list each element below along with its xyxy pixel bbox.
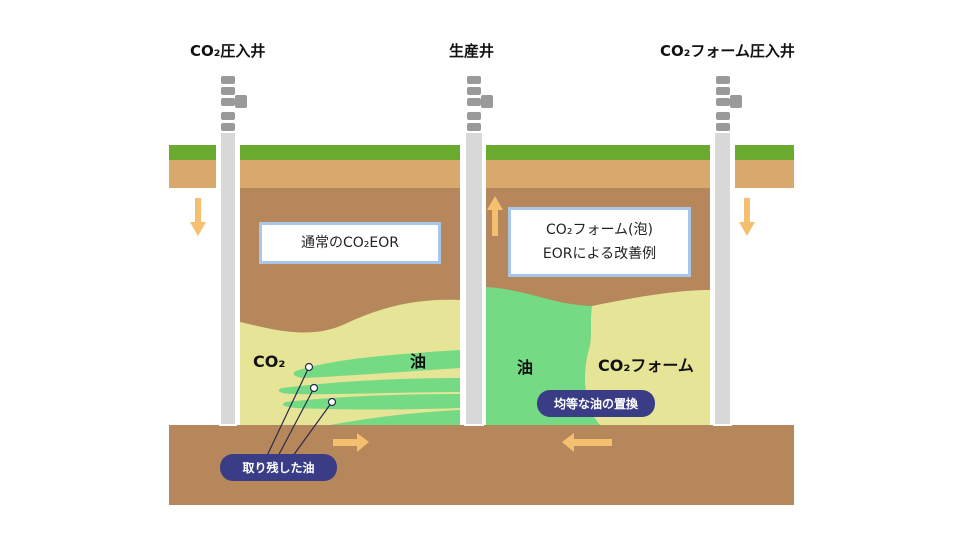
wellhead-valve <box>235 95 247 108</box>
title-foam-line2: EORによる改善例 <box>542 246 657 262</box>
grass-left <box>169 145 216 160</box>
well-pipe <box>713 131 732 426</box>
wellhead-section <box>716 112 730 120</box>
well-injector-left <box>219 76 247 426</box>
topsoil-center-left <box>240 160 460 188</box>
oil-finger-3 <box>282 394 460 410</box>
wellhead-section <box>716 123 730 131</box>
label-oil-left: 油 <box>410 352 427 371</box>
wellhead-section <box>467 87 481 95</box>
well-label-right: CO₂フォーム圧入井 <box>660 42 795 60</box>
callout-dot <box>304 362 314 372</box>
arrow-right-bottom-icon <box>333 433 369 452</box>
topsoil-right <box>735 160 794 188</box>
well-pipe <box>219 131 237 426</box>
wellhead-section <box>716 98 730 106</box>
topsoil-left <box>169 160 216 188</box>
wellhead-section <box>716 87 730 95</box>
grass-right <box>735 145 794 160</box>
callout-leaders <box>264 362 337 461</box>
arrow-left-bottom-icon <box>562 433 612 452</box>
wellhead-section <box>467 112 481 120</box>
arrow-down-left-icon <box>190 198 206 236</box>
well-label-center: 生産井 <box>449 42 495 60</box>
wellhead-section <box>221 87 235 95</box>
oil-bottom-band <box>330 410 460 425</box>
callout-dot <box>327 397 337 407</box>
ground-surface <box>169 145 794 188</box>
topsoil-center-right <box>486 160 710 188</box>
well-pipe <box>464 131 484 426</box>
wellhead-section <box>467 123 481 131</box>
arrow-up-center-icon <box>487 196 503 236</box>
oil-finger-1 <box>293 350 460 378</box>
wellhead-section <box>467 76 481 84</box>
wellhead-section <box>467 98 481 106</box>
wellhead-section <box>221 123 235 131</box>
grass-center-left <box>240 145 460 160</box>
label-co2-left: CO₂ <box>253 352 286 371</box>
label-co2-foam-right: CO₂フォーム <box>598 356 694 375</box>
title-conventional: 通常のCO₂EOR <box>301 234 399 251</box>
well-label-left: CO₂圧入井 <box>190 42 266 60</box>
well-injector-right <box>713 76 742 426</box>
well-producer-center <box>464 76 493 426</box>
wellhead-section <box>221 98 235 106</box>
wellhead-section <box>221 112 235 120</box>
oil-finger-2 <box>278 378 460 395</box>
title-box-left: 通常のCO₂EOR <box>259 222 441 264</box>
callout-remaining-oil: 取り残した油 <box>220 454 337 481</box>
title-box-right: CO₂フォーム(泡) EORによる改善例 <box>508 207 691 277</box>
callout-even-displacement: 均等な油の置換 <box>537 390 655 417</box>
title-foam-line1: CO₂フォーム(泡) <box>546 221 653 238</box>
wellhead-valve <box>730 95 742 108</box>
grass-center-right <box>486 145 710 160</box>
callout-dot <box>309 383 319 393</box>
label-oil-right: 油 <box>517 358 534 377</box>
wellhead-section <box>716 76 730 84</box>
wellhead-section <box>221 76 235 84</box>
wellhead-valve <box>481 95 493 108</box>
arrow-down-right-icon <box>739 198 755 236</box>
